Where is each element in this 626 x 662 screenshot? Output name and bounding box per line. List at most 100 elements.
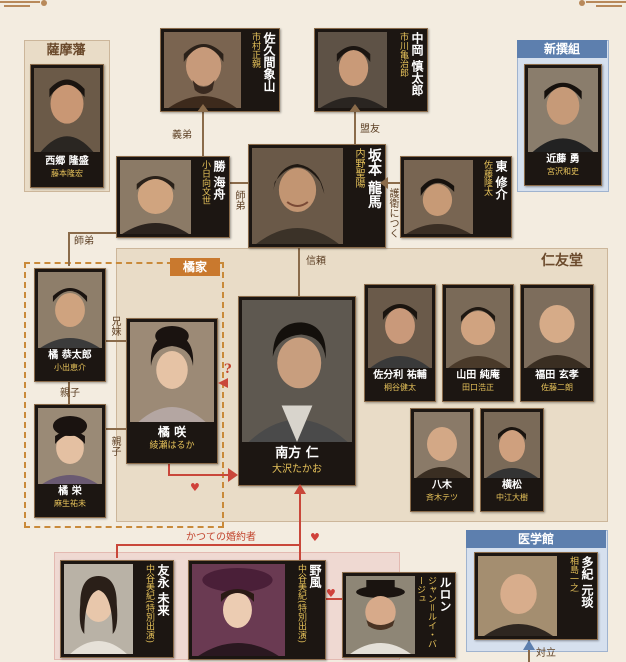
actor-sakae: 麻生祐未 xyxy=(54,499,86,508)
actor-nokaze: 中谷美紀(特別出演) xyxy=(296,564,306,644)
card-sakae[interactable]: 橘 栄麻生祐未 xyxy=(34,404,106,518)
actor-kyotaro: 小出恵介 xyxy=(54,363,86,372)
actor-fukuda: 佐藤二朗 xyxy=(541,383,573,392)
portrait-ruron xyxy=(346,576,415,654)
portrait-jin xyxy=(242,300,352,442)
actor-yamada: 田口浩正 xyxy=(462,383,494,392)
heart-icon: ♥ xyxy=(310,531,320,544)
portrait-sabuwari xyxy=(368,288,432,368)
portrait-saigo xyxy=(34,68,100,152)
card-hachiki[interactable]: 八木斉木テツ xyxy=(410,408,474,512)
card-ruron[interactable]: ルロンジャン＝ルイ・バージュ xyxy=(342,572,456,658)
actor-hachiki: 斉木テツ xyxy=(426,493,458,502)
name-sakae: 橘 栄 xyxy=(58,486,82,497)
corner-ornament-right xyxy=(579,0,626,7)
card-sabuwari[interactable]: 佐分利 祐輔桐谷健太 xyxy=(364,284,436,402)
name-hachiki: 八木 xyxy=(432,480,452,491)
actor-yokomatsu: 中江大樹 xyxy=(496,493,528,502)
line-nokaze-jin xyxy=(299,490,301,560)
relation-shinrai: 信頼 xyxy=(306,256,326,267)
heart-icon: ♥ xyxy=(326,587,336,600)
card-kyotaro[interactable]: 橘 恭太郎小出恵介 xyxy=(34,268,106,382)
card-togo[interactable]: 東 修介佐藤隆太 xyxy=(400,156,512,238)
line-kyotaro-saki xyxy=(105,340,127,342)
card-kondo[interactable]: 近藤 勇宮沢和史 xyxy=(524,64,602,186)
card-fukuda[interactable]: 福田 玄孝佐藤二朗 xyxy=(520,284,594,402)
portrait-katsu xyxy=(120,160,191,234)
name-nakaoka: 中岡 慎太郎 xyxy=(410,32,424,97)
card-sakuma[interactable]: 佐久間象山市村正親 xyxy=(160,28,280,112)
actor-sakuma: 市村正親 xyxy=(250,32,260,68)
card-katsu[interactable]: 勝 海舟小日向文世 xyxy=(116,156,230,238)
card-yamada[interactable]: 山田 純庵田口浩正 xyxy=(442,284,514,402)
actor-togo: 佐藤隆太 xyxy=(482,160,492,196)
portrait-sakae xyxy=(38,408,102,484)
arrow-left-icon xyxy=(218,378,228,388)
card-jin[interactable]: 南方 仁大沢たかお xyxy=(238,296,356,486)
arrow-up-icon xyxy=(294,484,306,494)
group-satsuma-label: 薩摩藩 xyxy=(46,43,86,58)
card-yokomatsu[interactable]: 横松中江大樹 xyxy=(480,408,544,512)
portrait-nakaoka xyxy=(318,32,387,108)
line-nakaoka-sakamoto xyxy=(354,110,356,146)
portrait-hachiki xyxy=(414,412,470,478)
line-miki-jin-h xyxy=(116,544,300,546)
name-yokomatsu: 横松 xyxy=(502,480,522,491)
arrow-up-icon xyxy=(349,104,361,112)
actor-jin: 大沢たかお xyxy=(272,464,322,475)
line-sakae-saki xyxy=(105,428,127,430)
portrait-miki xyxy=(64,564,133,654)
line-sakuma-katsu xyxy=(202,110,204,158)
card-taki[interactable]: 多紀 元琰相島一之 xyxy=(474,552,598,640)
name-kondo: 近藤 勇 xyxy=(546,154,580,165)
card-miki[interactable]: 友永 未来中谷美紀(特別出演) xyxy=(60,560,174,658)
name-jin: 南方 仁 xyxy=(275,446,319,461)
line-katsu-kyotaro-h xyxy=(68,232,154,234)
line-miki-jin-v xyxy=(116,544,118,558)
line-taki-conflict xyxy=(528,638,530,662)
card-sakamoto[interactable]: 坂本 龍馬内野聖陽 xyxy=(248,144,386,248)
group-tachibana xyxy=(24,262,224,528)
name-togo: 東 修介 xyxy=(494,160,508,201)
card-saki[interactable]: 橘 咲綾瀬はるか xyxy=(126,318,218,464)
portrait-sakamoto xyxy=(252,148,343,244)
portrait-togo xyxy=(404,160,473,234)
name-nokaze: 野風 xyxy=(308,564,322,588)
card-saigo[interactable]: 西郷 隆盛藤本隆宏 xyxy=(30,64,104,188)
actor-saigo: 藤本隆宏 xyxy=(51,169,83,178)
relation-question: ? xyxy=(224,362,232,377)
line-togo-sakamoto xyxy=(382,182,400,184)
arrow-up-icon xyxy=(197,104,209,112)
relation-shitei-b: 師弟 xyxy=(74,236,94,247)
line-ruron-nokaze xyxy=(324,598,342,600)
portrait-fukuda xyxy=(524,288,590,368)
card-nokaze[interactable]: 野風中谷美紀(特別出演) xyxy=(188,560,326,660)
line-katsu-kyotaro-v xyxy=(68,232,70,266)
name-saki: 橘 咲 xyxy=(157,425,187,439)
relation-shitei-a: 師弟 xyxy=(233,190,244,210)
group-igakukan-label: 医学館 xyxy=(466,530,606,548)
line-saki-jin-h xyxy=(168,474,234,476)
name-sabuwari: 佐分利 祐輔 xyxy=(373,370,427,381)
group-tachibana-label: 橘家 xyxy=(170,258,220,276)
name-taki: 多紀 元琰 xyxy=(580,556,594,609)
actor-sabuwari: 桐谷健太 xyxy=(384,383,416,392)
actor-ruron: ジャン＝ルイ・バージュ xyxy=(415,576,436,649)
relation-meiyu: 盟友 xyxy=(360,124,380,135)
group-jinyudo-label: 仁友堂 xyxy=(541,253,583,269)
portrait-nokaze xyxy=(192,564,285,656)
portrait-saki xyxy=(130,322,214,422)
name-kyotaro: 橘 恭太郎 xyxy=(48,350,92,361)
arrow-right-icon xyxy=(228,468,238,482)
actor-kondo: 宮沢和史 xyxy=(547,167,579,176)
portrait-kyotaro xyxy=(38,272,102,348)
line-saki-jin-v xyxy=(168,462,170,476)
relation-gitei: 義弟 xyxy=(172,130,192,141)
portrait-sakuma xyxy=(164,32,241,108)
portrait-yokomatsu xyxy=(484,412,540,478)
relation-goei: 護衛につく xyxy=(387,188,398,238)
card-nakaoka[interactable]: 中岡 慎太郎市川亀治郎 xyxy=(314,28,428,112)
actor-taki: 相島一之 xyxy=(568,556,578,592)
relation-oyako-a: 親子 xyxy=(60,388,80,399)
